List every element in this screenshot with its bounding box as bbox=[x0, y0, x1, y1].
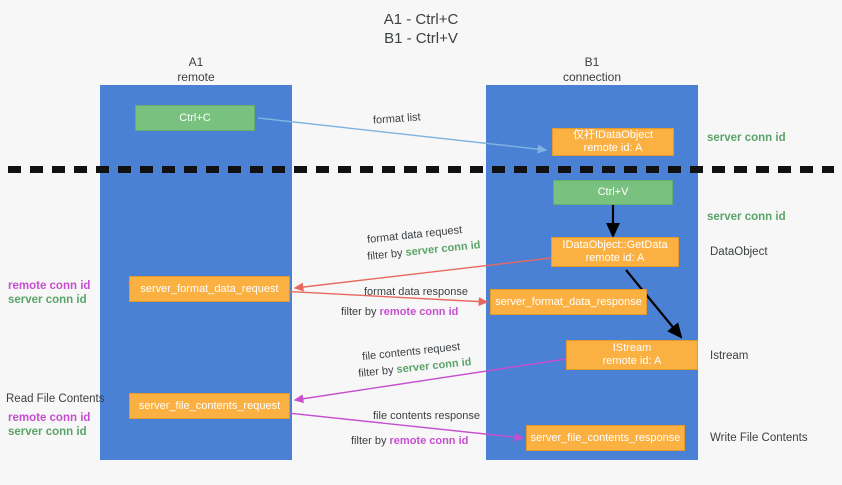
box-ctrl-c-label: Ctrl+C bbox=[179, 111, 211, 124]
filter-prefix-1: filter by bbox=[366, 246, 407, 263]
box-server-format-data-response-label: server_format_data_response bbox=[495, 295, 642, 308]
diagram-title: A1 - Ctrl+C B1 - Ctrl+V bbox=[0, 10, 842, 48]
box-server-file-contents-request-label: server_file_contents_request bbox=[138, 399, 281, 412]
box-server-file-contents-request[interactable]: server_file_contents_request bbox=[129, 393, 290, 419]
box-getdata-line1: IDataObject::GetData bbox=[562, 239, 668, 251]
left-label-server-conn-id-2: server conn id bbox=[8, 426, 87, 438]
box-ctrl-v[interactable]: Ctrl+V bbox=[553, 180, 673, 205]
title-line-1: A1 - Ctrl+C bbox=[383, 11, 459, 28]
box-istream[interactable]: IStream remote id: A bbox=[566, 340, 698, 370]
lane-a1-name: A1 bbox=[188, 55, 204, 69]
lane-header-b1: B1 connection bbox=[486, 55, 698, 85]
flow-label-format-list: format list bbox=[372, 111, 422, 127]
box-ctrl-c[interactable]: Ctrl+C bbox=[135, 105, 255, 131]
lane-b1-name: B1 bbox=[584, 55, 600, 69]
left-label-remote-conn-id-2: remote conn id bbox=[8, 412, 91, 424]
box-istream-line2: remote id: A bbox=[602, 355, 662, 367]
left-label-server-conn-id-1: server conn id bbox=[8, 294, 87, 306]
filter-prefix-3: filter by bbox=[357, 363, 398, 380]
box-server-file-contents-response-label: server_file_contents_response bbox=[530, 431, 681, 444]
flow-label-file-contents-response-filter: filter by remote conn id bbox=[351, 434, 468, 449]
box-ctrl-v-label: Ctrl+V bbox=[597, 186, 629, 198]
title-line-2: B1 - Ctrl+V bbox=[384, 30, 458, 47]
filter-key-2: remote conn id bbox=[379, 306, 459, 318]
box-istream-line1: IStream bbox=[612, 342, 652, 354]
box-server-file-contents-response[interactable]: server_file_contents_response bbox=[526, 425, 685, 451]
phase-separator bbox=[8, 166, 834, 173]
box-server-format-data-response[interactable]: server_format_data_response bbox=[490, 289, 647, 315]
lane-header-a1: A1 remote bbox=[100, 55, 292, 85]
box-getdata-line2: remote id: A bbox=[585, 252, 645, 264]
right-label-server-conn-id-2: server conn id bbox=[707, 211, 786, 223]
right-label-dataobject: DataObject bbox=[710, 246, 768, 258]
box-server-format-data-request-label: server_format_data_request bbox=[140, 282, 279, 295]
lane-b1-sub: connection bbox=[562, 70, 622, 84]
right-label-istream: Istream bbox=[710, 350, 749, 362]
right-label-write-file-contents: Write File Contents bbox=[710, 432, 808, 444]
filter-prefix-2: filter by bbox=[341, 306, 380, 318]
box-server-format-data-request[interactable]: server_format_data_request bbox=[129, 276, 290, 302]
left-label-remote-conn-id-1: remote conn id bbox=[8, 280, 91, 292]
box-idataobject-line1: 仅衧IDataObject bbox=[572, 129, 654, 141]
box-idataobject-line2: remote id: A bbox=[583, 142, 643, 154]
flow-label-format-data-response-filter: filter by remote conn id bbox=[341, 305, 458, 320]
right-label-server-conn-id-1: server conn id bbox=[707, 132, 786, 144]
filter-prefix-4: filter by bbox=[351, 435, 390, 447]
filter-key-4: remote conn id bbox=[389, 435, 469, 447]
flow-label-file-contents-response: file contents response bbox=[373, 410, 481, 422]
lane-a1-sub: remote bbox=[177, 70, 215, 84]
box-idataobject[interactable]: 仅衧IDataObject remote id: A bbox=[552, 128, 674, 156]
left-label-read-file-contents: Read File Contents bbox=[6, 393, 105, 405]
box-getdata[interactable]: IDataObject::GetData remote id: A bbox=[551, 237, 679, 267]
flow-label-format-data-response: format data response bbox=[364, 286, 468, 298]
